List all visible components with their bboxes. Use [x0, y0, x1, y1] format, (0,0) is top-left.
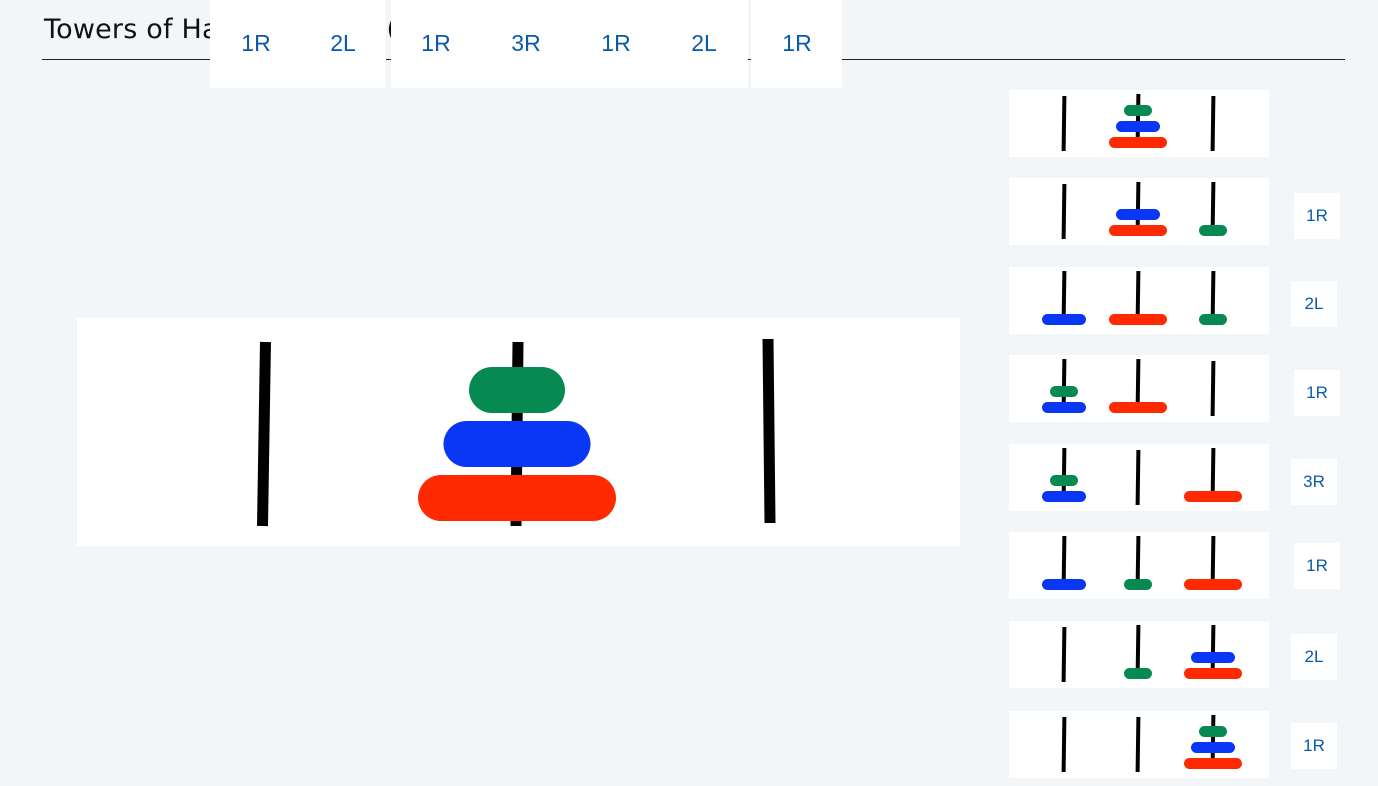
mini-disk-2 — [1042, 402, 1086, 413]
main-disk-3 — [418, 475, 616, 521]
mini-disk-3 — [1184, 758, 1242, 769]
state-thumbnail — [1009, 267, 1269, 334]
mini-peg-3 — [1210, 181, 1216, 234]
mini-peg-2 — [1135, 358, 1141, 411]
step-move-label: 1R — [1294, 543, 1340, 589]
step-move-label: 1R — [1294, 370, 1340, 416]
move-group-2 — [391, 0, 748, 88]
mini-peg-2 — [1135, 624, 1141, 677]
move-label: 2L — [330, 30, 356, 56]
state-thumbnail-svg — [1061, 181, 1227, 240]
mini-disk-3 — [1184, 668, 1242, 679]
mini-peg-2 — [1135, 535, 1141, 588]
mini-peg-1 — [1061, 716, 1067, 773]
mini-peg-1 — [1061, 535, 1067, 588]
move-label: 1R — [241, 30, 271, 56]
state-thumbnail — [1009, 532, 1269, 599]
mini-peg-3 — [1210, 714, 1216, 767]
state-thumbnail-svg — [1061, 624, 1242, 683]
mini-disk-2 — [1042, 579, 1086, 590]
state-thumbnail — [1009, 444, 1269, 511]
mini-peg-1 — [1061, 270, 1067, 323]
mini-disk-3 — [1109, 314, 1167, 325]
mini-disk-1 — [1199, 225, 1227, 236]
mini-disk-1 — [1050, 475, 1078, 486]
mini-disk-2 — [1042, 491, 1086, 502]
mini-disk-1 — [1050, 386, 1078, 397]
move-group-1 — [210, 0, 386, 88]
mini-peg-2 — [1135, 93, 1141, 146]
mini-peg-1 — [1061, 183, 1067, 240]
step-move-label: 3R — [1291, 459, 1337, 505]
state-thumbnail-svg — [1061, 93, 1216, 152]
mini-disk-2 — [1116, 209, 1160, 220]
mini-peg-2 — [1135, 449, 1141, 506]
mini-peg-3 — [1210, 535, 1216, 588]
main-disk-2 — [443, 421, 591, 467]
main-disk-1 — [469, 367, 565, 413]
step-move-label: 2L — [1291, 281, 1337, 327]
mini-peg-1 — [1061, 358, 1067, 411]
mini-disk-1 — [1124, 105, 1152, 116]
mini-peg-1 — [1061, 626, 1067, 683]
state-thumbnail-svg — [1042, 270, 1227, 325]
mini-disk-2 — [1191, 652, 1235, 663]
mini-disk-2 — [1116, 121, 1160, 132]
mini-disk-3 — [1184, 579, 1242, 590]
move-group-3 — [751, 0, 842, 88]
state-thumbnail — [1009, 90, 1269, 157]
mini-peg-2 — [1135, 716, 1141, 773]
mini-peg-3 — [1210, 624, 1216, 677]
step-move-label: 1R — [1291, 723, 1337, 769]
move-label: 1R — [782, 30, 812, 56]
mini-peg-3 — [1210, 447, 1216, 500]
mini-disk-1 — [1124, 579, 1152, 590]
state-thumbnail-svg — [1042, 535, 1242, 590]
state-thumbnail-svg — [1042, 358, 1216, 417]
step-move-label: 1R — [1294, 193, 1340, 239]
mini-peg-3 — [1210, 270, 1216, 323]
state-thumbnail-svg — [1061, 714, 1242, 773]
mini-peg-3 — [1210, 95, 1216, 152]
move-label: 1R — [421, 30, 451, 56]
main-peg-1 — [257, 341, 271, 527]
mini-disk-1 — [1199, 726, 1227, 737]
mini-peg-1 — [1061, 447, 1067, 500]
state-thumbnail — [1009, 178, 1269, 245]
mini-disk-2 — [1191, 742, 1235, 753]
mini-disk-1 — [1199, 314, 1227, 325]
mini-disk-3 — [1109, 225, 1167, 236]
main-board-svg — [257, 338, 776, 527]
state-thumbnail — [1009, 621, 1269, 688]
main-hanoi-board — [77, 318, 960, 546]
mini-peg-3 — [1210, 360, 1216, 417]
mini-peg-2 — [1135, 270, 1141, 323]
state-thumbnail — [1009, 355, 1269, 422]
move-label: 2L — [691, 30, 717, 56]
mini-disk-3 — [1184, 491, 1242, 502]
mini-disk-3 — [1109, 137, 1167, 148]
step-move-label: 2L — [1291, 634, 1337, 680]
mini-disk-1 — [1124, 668, 1152, 679]
mini-peg-1 — [1061, 95, 1067, 152]
move-label: 3R — [511, 30, 541, 56]
mini-peg-2 — [1135, 181, 1141, 234]
move-label: 1R — [601, 30, 631, 56]
state-thumbnail — [1009, 711, 1269, 778]
state-thumbnail-svg — [1042, 447, 1242, 506]
mini-disk-3 — [1109, 402, 1167, 413]
mini-disk-2 — [1042, 314, 1086, 325]
main-peg-3 — [762, 338, 776, 524]
